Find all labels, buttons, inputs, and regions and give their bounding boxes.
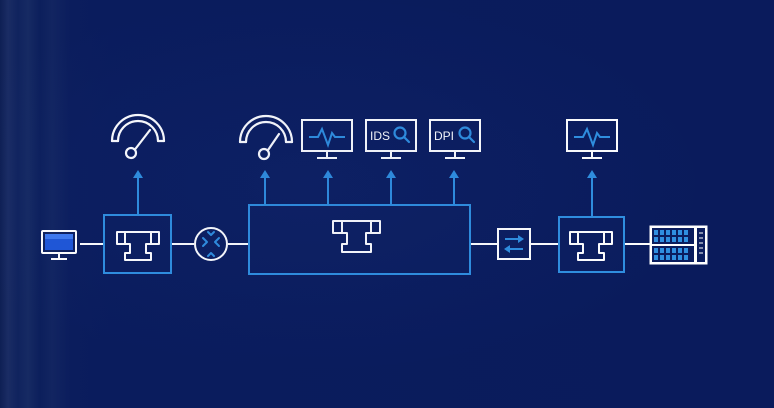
speedometer-icon-left [110, 113, 166, 160]
network-tap-icon [116, 231, 160, 261]
arrow-broker-to-dpi [449, 170, 459, 205]
computer-icon [41, 230, 77, 260]
dpi-monitor-icon: DPI [429, 119, 481, 159]
ids-label: IDS [370, 129, 390, 143]
arrow-tap1-to-gauge [133, 170, 143, 215]
ids-monitor-icon: IDS [365, 119, 417, 159]
arrow-broker-to-gauge [260, 170, 270, 205]
performance-monitor-icon-right [566, 119, 618, 159]
packet-broker-icon [332, 220, 381, 253]
arrow-broker-to-perf-monitor [323, 170, 333, 205]
broker-output-arrows [260, 170, 459, 205]
tap-box [103, 214, 172, 274]
server-rack-icon [649, 225, 708, 265]
tap-box [558, 216, 625, 273]
performance-monitor-icon [301, 119, 353, 159]
broker-box [248, 204, 471, 275]
network-tap-left [103, 214, 172, 274]
arrow-tap2-to-monitor [587, 170, 597, 217]
network-tap-right [558, 216, 625, 273]
magnifier-icon-ids [393, 126, 411, 144]
packet-broker [248, 204, 471, 275]
arrow-broker-to-ids [386, 170, 396, 205]
router-icon [194, 227, 228, 261]
network-tap-icon [569, 231, 613, 261]
speedometer-icon-middle [238, 114, 294, 161]
dpi-label: DPI [434, 129, 454, 143]
magnifier-icon-dpi [458, 126, 476, 144]
bypass-switch-icon [497, 228, 531, 260]
